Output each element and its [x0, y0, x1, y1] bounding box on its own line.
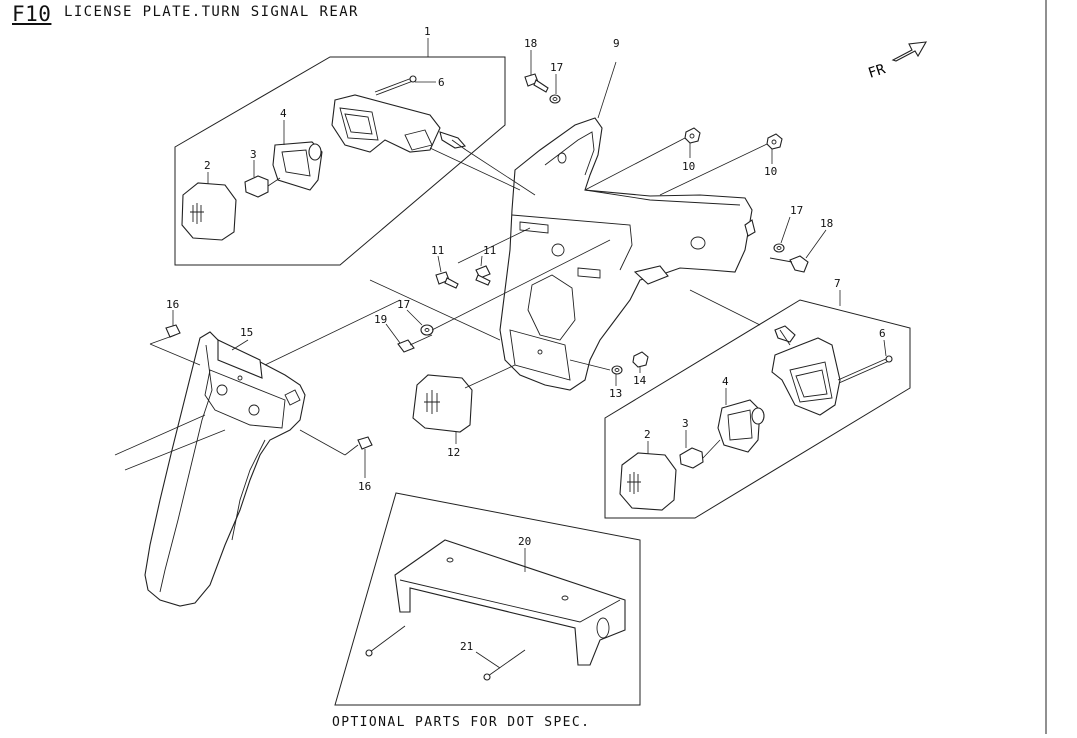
- front-direction-arrow-icon: FR: [866, 41, 928, 82]
- callout-6-left: 6: [438, 76, 445, 89]
- callout-4-left: 4: [280, 107, 287, 120]
- optional-dot-spec-group: 20 21: [334, 492, 641, 706]
- callout-10-right: 10: [764, 165, 777, 178]
- fender-bolt-16-bottom: 16: [299, 429, 373, 493]
- figure-code: F10: [12, 2, 52, 26]
- left-signal-screw: [374, 75, 417, 96]
- optional-parts-box: [334, 492, 641, 706]
- left-signal-wire-connector: [439, 131, 467, 151]
- nut-10-left: 10: [584, 127, 701, 191]
- nut-14-and-washer-13: 13 14: [569, 351, 649, 400]
- callout-16-top: 16: [166, 298, 179, 311]
- right-signal-screw: [837, 355, 893, 384]
- callout-16-bottom: 16: [358, 480, 371, 493]
- right-signal-housing: [771, 337, 841, 416]
- right-washer-17: 17: [773, 204, 803, 253]
- license-plate-bracket: 9: [499, 37, 756, 391]
- right-bolt-18: 18: [769, 217, 833, 273]
- callout-19: 19: [374, 313, 387, 326]
- right-signal-wire-connector: [774, 325, 796, 346]
- left-signal-gasket: [272, 141, 323, 191]
- callout-11-left: 11: [431, 244, 444, 257]
- bolts-11: 11 11: [431, 227, 531, 289]
- callout-17-top: 17: [550, 61, 563, 74]
- callout-11-right: 11: [483, 244, 496, 257]
- callout-9: 9: [613, 37, 620, 50]
- right-signal-bulb: [679, 439, 721, 469]
- dot-license-bracket: 20: [394, 535, 626, 666]
- callout-17-center: 17: [397, 298, 410, 311]
- callout-14: 14: [633, 374, 647, 387]
- front-direction-label: FR: [866, 61, 888, 82]
- right-signal-gasket: [717, 399, 765, 453]
- optional-parts-note: OPTIONAL PARTS FOR DOT SPEC.: [332, 715, 591, 730]
- callout-20: 20: [518, 535, 531, 548]
- left-signal-group-box: [174, 56, 506, 266]
- fender-bolt-16-top: 16: [149, 298, 201, 366]
- callout-2-left: 2: [204, 159, 211, 172]
- callout-2-right: 2: [644, 428, 651, 441]
- dot-mounting-pins: 21: [365, 625, 526, 681]
- left-signal-bulb: [244, 175, 281, 198]
- left-signal-lens: [181, 182, 237, 241]
- callout-18-right: 18: [820, 217, 833, 230]
- callout-6-right: 6: [879, 327, 886, 340]
- rear-fender: 15: [144, 326, 306, 607]
- assembly-leader-lines: [114, 147, 536, 471]
- callout-1: 1: [424, 25, 431, 38]
- callout-3-right: 3: [682, 417, 689, 430]
- callout-10-left: 10: [682, 160, 695, 173]
- callout-7: 7: [834, 277, 841, 290]
- callout-18-top: 18: [524, 37, 537, 50]
- figure-title: LICENSE PLATE.TURN SIGNAL REAR: [64, 4, 359, 20]
- callout-3-left: 3: [250, 148, 257, 161]
- callout-17-right: 17: [790, 204, 803, 217]
- top-washer-17: 17: [549, 61, 563, 104]
- callout-21: 21: [460, 640, 473, 653]
- callout-15: 15: [240, 326, 253, 339]
- right-signal-group-box: [604, 299, 911, 519]
- top-bolt-18: 18: [524, 37, 549, 93]
- rear-reflector: 12: [412, 364, 516, 459]
- top-bolt-and-washer: 18 17: [524, 37, 563, 104]
- left-turn-signal-group: 1 6 4 3 2: [174, 25, 506, 266]
- left-signal-housing: [331, 94, 441, 153]
- callout-4-right: 4: [722, 375, 729, 388]
- center-bolt-19-and-washer-17: 17 19: [374, 239, 611, 353]
- nut-10-right: 10: [659, 133, 783, 196]
- callout-13: 13: [609, 387, 622, 400]
- right-turn-signal-group: 7 6 4 3 2: [604, 277, 911, 519]
- callout-12: 12: [447, 446, 460, 459]
- right-signal-lens: [619, 452, 677, 511]
